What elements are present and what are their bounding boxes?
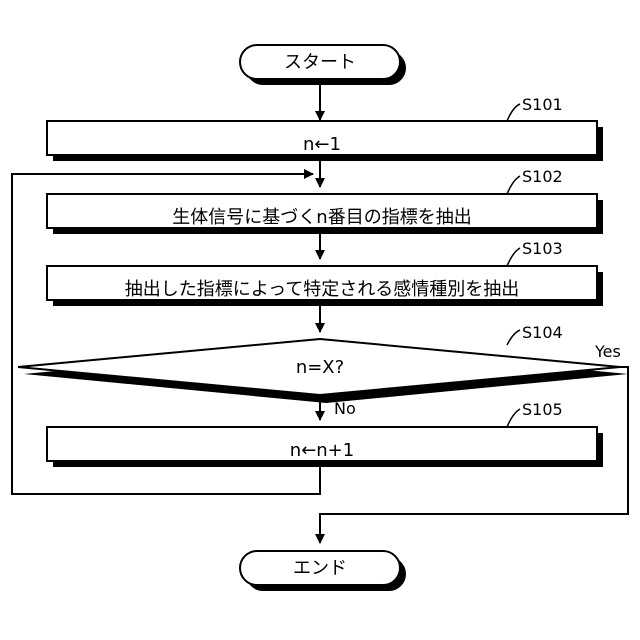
start-terminal: スタート bbox=[240, 45, 406, 85]
step-s101-text: n←1 bbox=[303, 134, 341, 155]
step-s104-text: n=X? bbox=[296, 357, 344, 378]
leader-s101 bbox=[507, 104, 520, 121]
leader-s103 bbox=[507, 248, 520, 266]
end-terminal: エンド bbox=[240, 551, 406, 591]
branch-no-label: No bbox=[334, 399, 356, 418]
leader-s102 bbox=[507, 176, 520, 194]
step-s105: n←n+1 bbox=[47, 427, 603, 467]
leader-s104 bbox=[507, 330, 520, 345]
step-s101: n←1 bbox=[47, 121, 603, 161]
step-s102-id: S102 bbox=[522, 167, 563, 186]
start-label: スタート bbox=[284, 52, 356, 73]
step-s104-decision: n=X? bbox=[18, 339, 628, 403]
step-s102-text: 生体信号に基づくn番目の指標を抽出 bbox=[172, 207, 471, 228]
leader-s105 bbox=[507, 409, 520, 427]
step-s103-text: 抽出した指標によって特定される感情種別を抽出 bbox=[125, 279, 520, 300]
step-s105-text: n←n+1 bbox=[290, 440, 354, 461]
end-label: エンド bbox=[293, 558, 347, 579]
branch-yes-label: Yes bbox=[594, 342, 621, 361]
step-s101-id: S101 bbox=[522, 95, 563, 114]
step-s103: 抽出した指標によって特定される感情種別を抽出 bbox=[47, 266, 603, 306]
step-s105-id: S105 bbox=[522, 400, 563, 419]
step-s104-id: S104 bbox=[522, 323, 563, 342]
step-s102: 生体信号に基づくn番目の指標を抽出 bbox=[47, 194, 603, 234]
step-s103-id: S103 bbox=[522, 239, 563, 258]
